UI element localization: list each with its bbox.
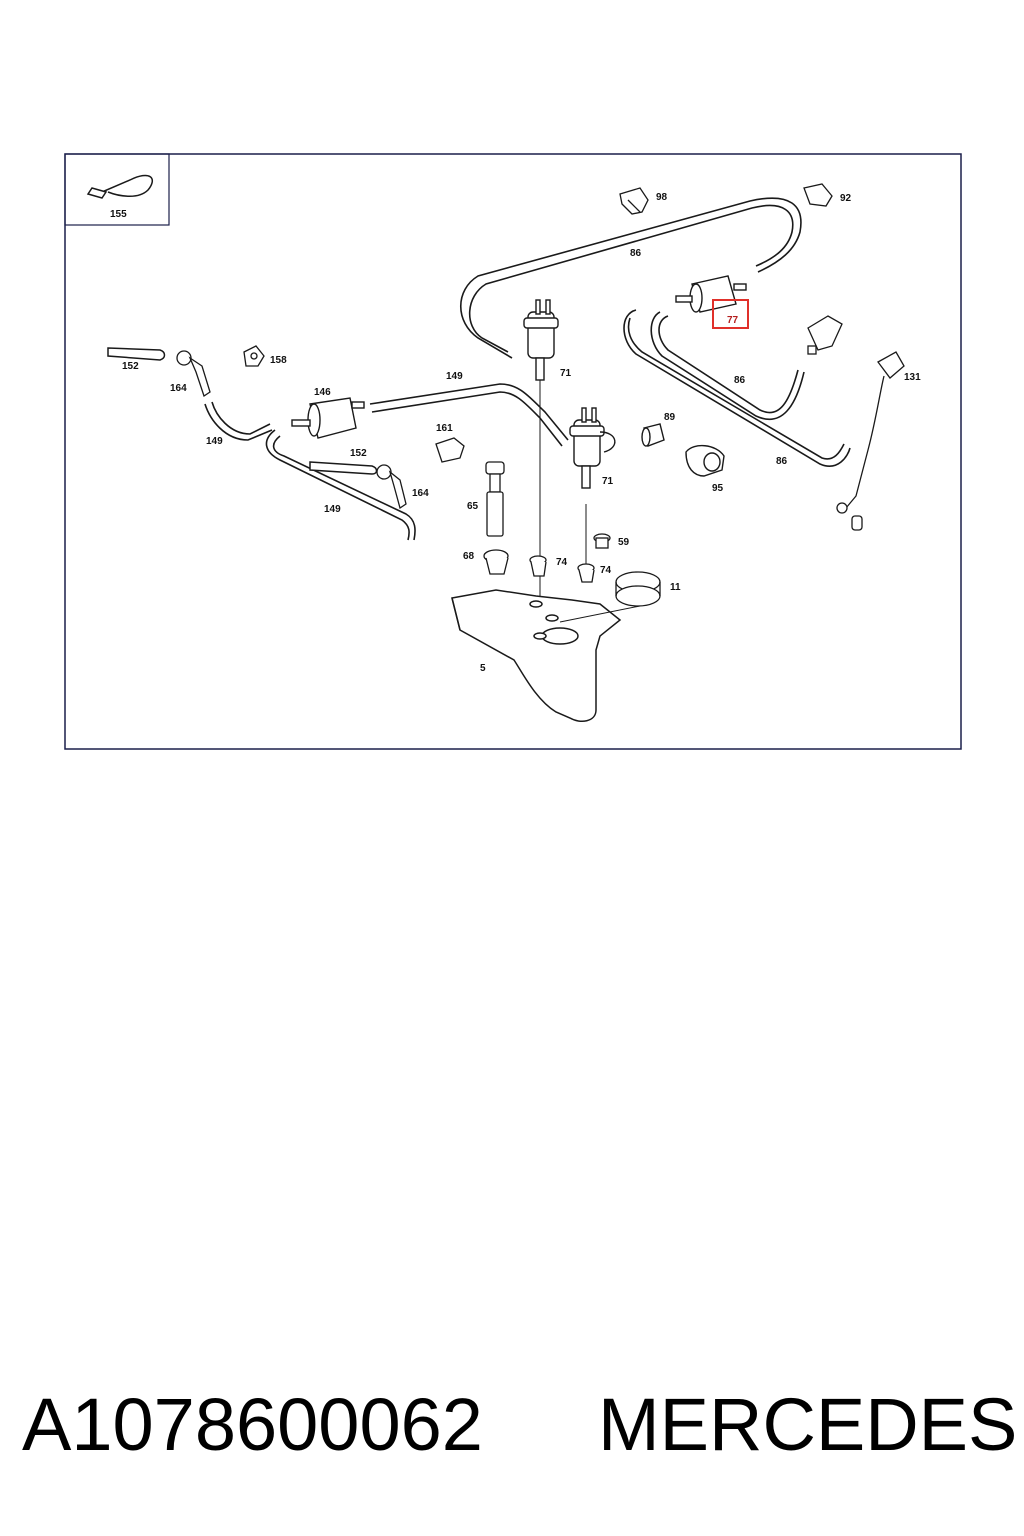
clip-158 [243, 345, 265, 367]
grommet-74-left [529, 555, 547, 577]
check-valve-146 [291, 397, 365, 439]
bracket-161 [435, 437, 465, 463]
cable-tie-icon [86, 174, 153, 199]
label-149-left: 149 [206, 436, 223, 447]
label-5: 5 [480, 663, 486, 674]
hose-149-upper [369, 383, 569, 447]
label-77: 77 [727, 315, 739, 326]
label-74-left: 74 [556, 557, 568, 568]
diagram-frame [64, 153, 962, 750]
inset-box [64, 153, 170, 226]
label-158: 158 [270, 355, 287, 366]
highlight-box-77 [712, 299, 749, 329]
hose-86-middle [650, 311, 805, 421]
label-86-middle: 86 [734, 375, 746, 386]
washer-reservoir-5 [451, 589, 641, 723]
label-68: 68 [463, 551, 475, 562]
label-74-right: 74 [600, 565, 612, 576]
hose-149-left [204, 401, 273, 441]
label-149-upper: 149 [446, 371, 463, 382]
label-71-lower: 71 [602, 476, 614, 487]
label-59: 59 [618, 537, 630, 548]
label-92: 92 [840, 193, 852, 204]
hose-86-upper [459, 197, 802, 359]
hose-86-lower [623, 309, 851, 467]
hose-152-upper [107, 347, 166, 361]
hose-149-lower [265, 429, 416, 541]
label-146: 146 [314, 387, 331, 398]
nozzle-164-upper [176, 350, 211, 398]
label-86-upper: 86 [630, 248, 642, 259]
filler-cap-11 [615, 571, 661, 607]
sleeve-89 [641, 423, 665, 447]
label-11: 11 [670, 582, 681, 593]
parts-diagram: 155 98 92 86 77 71 152 158 164 146 149 8… [64, 153, 962, 750]
label-164-lower: 164 [412, 488, 429, 499]
label-152-upper: 152 [122, 361, 139, 372]
label-89: 89 [664, 412, 676, 423]
label-95: 95 [712, 483, 724, 494]
label-155: 155 [110, 209, 127, 220]
washer-pump-71-upper [523, 299, 559, 660]
label-98: 98 [656, 192, 668, 203]
clip-92 [803, 183, 833, 207]
label-161: 161 [436, 423, 453, 434]
check-valve-77 [675, 275, 747, 313]
label-65: 65 [467, 501, 479, 512]
label-152-lower: 152 [350, 448, 367, 459]
clip-98 [619, 187, 649, 215]
label-149-lower: 149 [324, 504, 341, 515]
brand-name: MERCEDES [598, 1383, 1018, 1466]
jet-head [807, 315, 843, 355]
grommet-59 [593, 533, 611, 549]
clamp-95 [685, 445, 725, 477]
grommet-74-right [577, 563, 595, 583]
label-164-upper: 164 [170, 383, 187, 394]
part-number: A1078600062 [22, 1383, 483, 1466]
nozzle-164-lower [376, 464, 407, 510]
label-86-lower: 86 [776, 456, 788, 467]
label-71-upper: 71 [560, 368, 572, 379]
hose-152-lower [309, 461, 378, 475]
label-131: 131 [904, 372, 921, 383]
jet-131 [836, 351, 905, 531]
grommet-68 [483, 549, 509, 575]
filter-65 [485, 461, 505, 537]
washer-pump-71-lower [569, 407, 616, 580]
